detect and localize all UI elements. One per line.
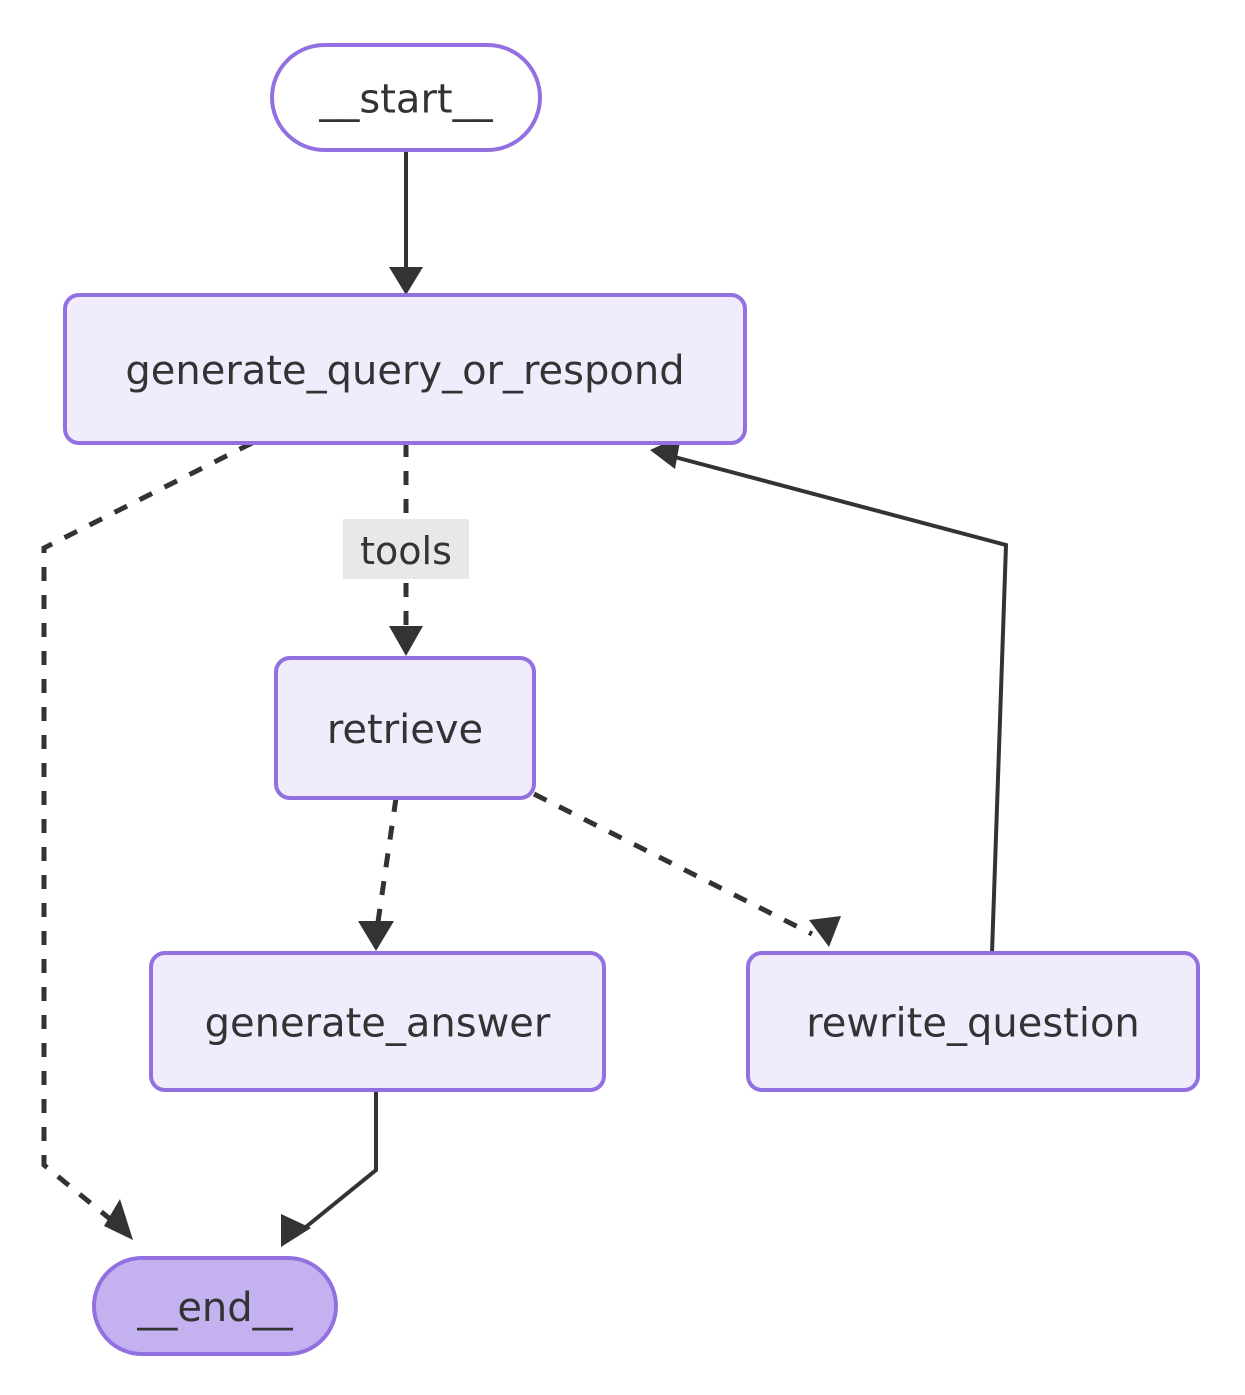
arrowhead-icon: [389, 267, 423, 295]
node-shape[interactable]: [92, 1256, 338, 1356]
arrowhead-icon: [281, 1214, 311, 1247]
node-retrieve[interactable]: retrieve: [274, 656, 536, 800]
node-generate_query_or_respond[interactable]: generate_query_or_respond: [63, 293, 747, 445]
edge-retrieve-to-generate_answer[interactable]: [358, 797, 399, 951]
edges-layer: [41, 150, 1009, 1247]
edge-retrieve-to-rewrite_question[interactable]: [532, 791, 841, 947]
edge-path: [666, 453, 1009, 954]
edge-start-to-generate_query_or_respond[interactable]: [389, 150, 423, 295]
edge-labels-layer: tools: [343, 519, 469, 579]
arrowhead-icon: [358, 921, 394, 951]
edge-generate_query_or_respond-to-end[interactable]: [41, 440, 254, 1240]
node-shape[interactable]: [270, 43, 542, 152]
edge-generate_answer-to-end[interactable]: [281, 1090, 378, 1247]
edge-path: [41, 440, 254, 1230]
node-shape[interactable]: [746, 951, 1200, 1092]
node-shape[interactable]: [63, 293, 747, 445]
edge-hit-area[interactable]: [296, 1090, 376, 1235]
nodes-layer: __start__ generate_query_or_respondretrie…: [63, 43, 1200, 1356]
edge-label-tools: tools: [343, 519, 469, 579]
edge-path: [375, 797, 399, 923]
node-rewrite_question[interactable]: rewrite_question: [746, 951, 1200, 1092]
edge-path: [532, 791, 814, 937]
node-end[interactable]: __end__: [92, 1256, 338, 1356]
node-shape[interactable]: [274, 656, 536, 800]
node-start[interactable]: __start__: [270, 43, 542, 152]
arrowhead-icon: [104, 1199, 133, 1240]
edge-path: [294, 1090, 378, 1237]
node-generate_answer[interactable]: generate_answer: [149, 951, 606, 1092]
node-shape[interactable]: [149, 951, 606, 1092]
arrowhead-icon: [389, 626, 423, 656]
edge-hit-area[interactable]: [44, 443, 252, 1228]
edge-label-background: [343, 519, 469, 579]
arrowhead-icon: [809, 916, 841, 947]
